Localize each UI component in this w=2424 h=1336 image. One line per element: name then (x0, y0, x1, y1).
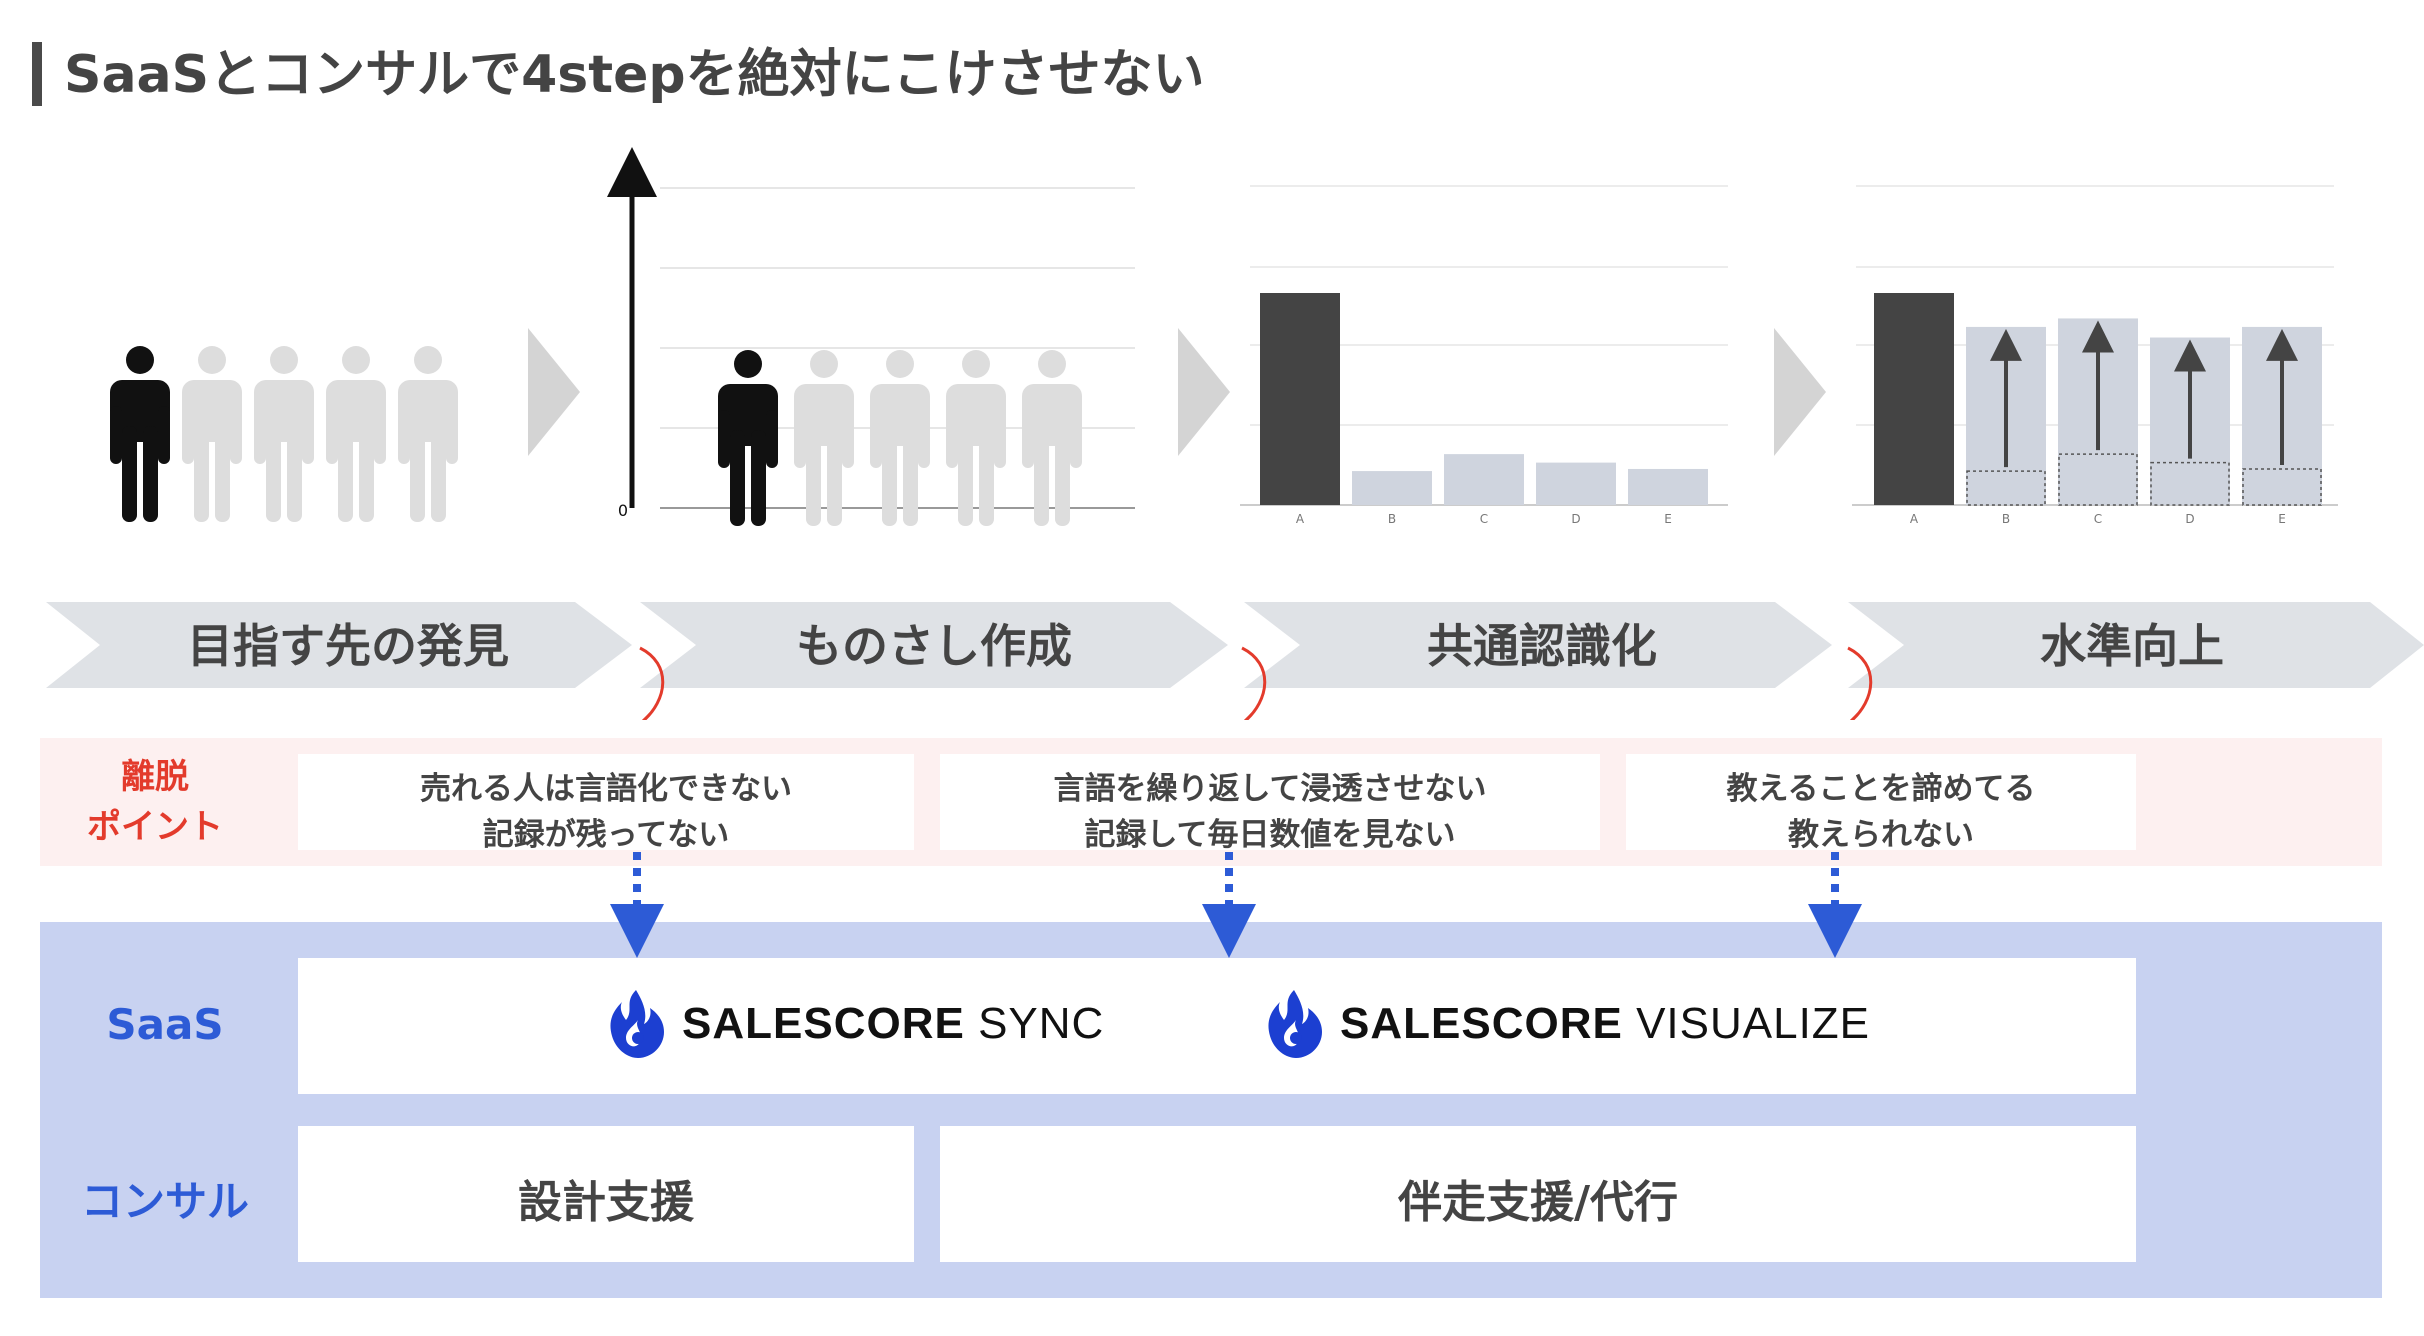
step-arrow-1 (528, 328, 580, 456)
page-title: SaaSとコンサルで4stepを絶対にこけさせない (64, 45, 1205, 105)
dropout-point-3: 教えることを諦めてる 教えられない (1626, 754, 2136, 853)
step-chevron-2 (640, 602, 1228, 688)
bar-label-C: C (1480, 512, 1488, 526)
bar-label-A: A (1296, 512, 1305, 526)
bar-label-B: B (1388, 512, 1396, 526)
flame-logo-icon (610, 990, 664, 1058)
step-chevron-3 (1244, 602, 1832, 688)
step-chevron-1 (46, 602, 632, 688)
step-chevron-4 (1848, 602, 2424, 688)
person-icon (870, 350, 930, 526)
bar-label-E: E (2278, 512, 2286, 526)
bar-label-D: D (2185, 512, 2194, 526)
step4-bar-chart: A B C D E (1852, 185, 2338, 526)
dropout-point-1: 売れる人は言語化できない 記録が残ってない (298, 754, 914, 853)
bar-label-E: E (1664, 512, 1672, 526)
consult-accompany-support: 伴走支援/代行 (1397, 1177, 1679, 1228)
person-icon (182, 346, 242, 522)
product-salescore-sync: SALESCORE SYNC (604, 986, 1104, 1062)
bar-label-D: D (1571, 512, 1580, 526)
bar-A (1874, 293, 1954, 505)
product-salescore-visualize: SALESCORE VISUALIZE (1262, 986, 1870, 1062)
steps-diagram: 0 A B C D E A B C D E 目指す先の発見 ものさし作成 共通認識化 水準向上 (46, 147, 2424, 720)
person-icon (946, 350, 1006, 526)
step-arrow-3 (1774, 328, 1826, 456)
bar-label-C: C (2094, 512, 2102, 526)
dropout-points-title: 離脱 ポイント (87, 757, 223, 847)
flame-logo-icon (1268, 990, 1322, 1058)
saas-row-label: SaaS (106, 1000, 224, 1049)
bar-E (1628, 468, 1708, 505)
step2-ruler-chart: 0 (607, 147, 1135, 526)
dropout-arrow-2 (1241, 646, 1267, 720)
consult-box-accompany (940, 1126, 2136, 1262)
step1-people-group (110, 346, 458, 522)
person-highlight-icon (718, 350, 778, 526)
bar-B (1352, 471, 1432, 505)
title-accent-bar (32, 42, 42, 106)
bar-C (1444, 454, 1524, 505)
step-label-2: ものさし作成 (796, 619, 1072, 673)
bar-D (1536, 462, 1616, 505)
person-icon (326, 346, 386, 522)
dropout-point-2: 言語を繰り返して浸透させない 記録して毎日数値を見ない (940, 754, 1600, 853)
bar-label-A: A (1910, 512, 1919, 526)
dropout-arrow-3 (1847, 646, 1873, 720)
consult-row-label: コンサル (80, 1177, 249, 1226)
step-arrow-2 (1178, 328, 1230, 456)
dropout-arrow-1 (639, 646, 665, 720)
bar-baseline-C (2058, 453, 2138, 506)
step-label-1: 目指す先の発見 (187, 619, 509, 673)
saas-products-box (298, 958, 2136, 1094)
person-icon (1022, 350, 1082, 526)
consult-design-support: 設計支援 (518, 1177, 694, 1228)
consult-box-design (298, 1126, 914, 1262)
step3-bar-chart: A B C D E (1240, 185, 1728, 526)
y-axis-zero-label: 0 (618, 501, 628, 520)
bar-baseline-B (1966, 470, 2046, 506)
step2-people-group (718, 350, 1082, 526)
person-icon (254, 346, 314, 522)
bar-A (1260, 293, 1340, 505)
bar-baseline-D (2150, 461, 2230, 506)
step-label-4: 水準向上 (2040, 619, 2224, 673)
bar-baseline-E (2242, 468, 2322, 506)
bar-label-B: B (2002, 512, 2010, 526)
step-label-3: 共通認識化 (1427, 619, 1657, 673)
person-highlight-icon (110, 346, 170, 522)
person-icon (794, 350, 854, 526)
person-icon (398, 346, 458, 522)
